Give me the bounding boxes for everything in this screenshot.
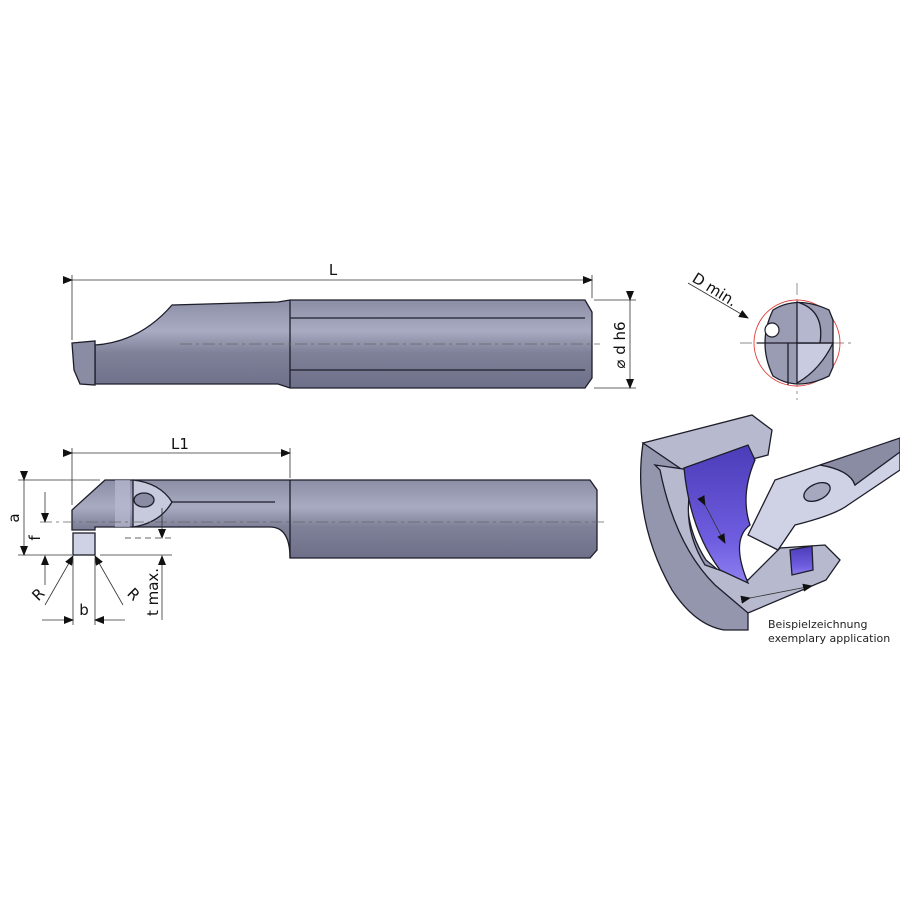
label-L: L	[329, 261, 338, 279]
tool-end-view: D min.	[687, 269, 855, 400]
d-min-circle	[753, 299, 841, 387]
cutting-insert-tip	[72, 532, 96, 556]
coolant-hole	[133, 492, 155, 508]
tool-side-view-bottom	[40, 479, 605, 559]
cutting-insert	[71, 340, 96, 386]
label-L1: L1	[171, 435, 189, 453]
dimension-L: L	[63, 261, 593, 340]
exemplary-application-3d	[639, 414, 900, 631]
dimension-R-b: R R b	[28, 555, 144, 625]
label-b: b	[79, 601, 89, 619]
groove-surface-lower	[789, 545, 814, 576]
tool-side-view-top	[71, 299, 600, 389]
dimension-t-max: t max.	[100, 508, 172, 620]
label-t-max: t max.	[144, 568, 162, 616]
label-R-right: R	[123, 584, 143, 604]
coolant-hole-end	[764, 322, 780, 338]
label-D-min: D min.	[689, 269, 740, 310]
dimension-d-h6: ⌀ d h6	[594, 291, 636, 389]
caption-english: exemplary application	[768, 632, 890, 645]
label-a: a	[5, 513, 23, 522]
label-d-h6: ⌀ d h6	[611, 321, 629, 368]
dimension-a-f: a f	[5, 471, 100, 585]
dimension-L1: L1	[63, 435, 291, 505]
coolant-hole-3d	[803, 481, 831, 503]
label-R-left: R	[28, 584, 48, 604]
caption-german: Beispielzeichnung	[768, 618, 867, 631]
label-f: f	[26, 535, 44, 541]
